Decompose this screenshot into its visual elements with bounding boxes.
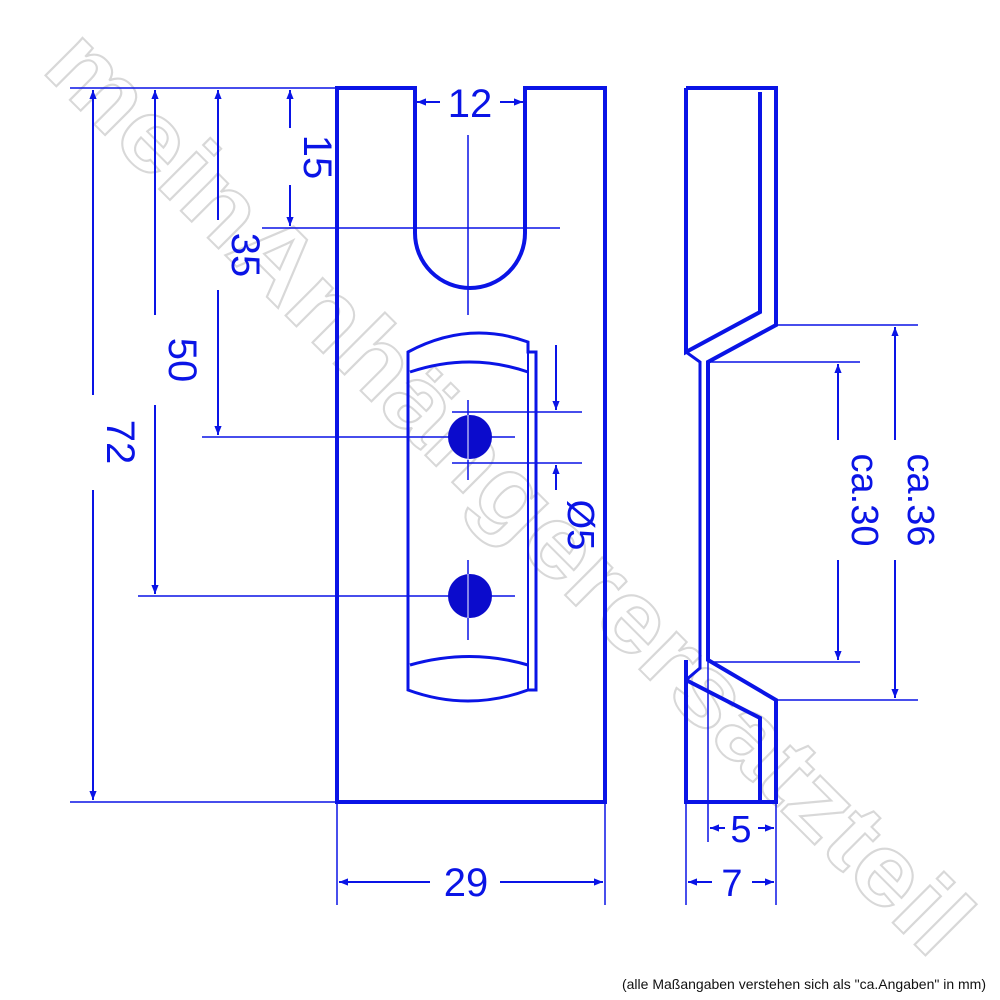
- dim-label-ca30: ca.30: [843, 454, 885, 547]
- hole-upper: [448, 415, 492, 459]
- hole-lower: [448, 574, 492, 618]
- dim-label-ca36: ca.36: [899, 454, 941, 547]
- plate-lower-curve: [409, 655, 529, 667]
- dim-label-72: 72: [98, 420, 142, 465]
- dim-label-50: 50: [160, 338, 204, 383]
- front-view-outline: [335, 86, 607, 804]
- dim-label-5: 5: [730, 809, 751, 851]
- plate-outline: [406, 331, 538, 703]
- dim-label-35: 35: [223, 233, 267, 278]
- dim-label-7: 7: [721, 863, 742, 905]
- dim-label-diameter: Ø5: [559, 500, 601, 551]
- dim-label-15: 15: [295, 135, 339, 180]
- footnote: (alle Maßangaben verstehen sich als "ca.…: [621, 976, 986, 992]
- dim-label-12: 12: [448, 82, 493, 126]
- dim-label-29: 29: [444, 861, 489, 905]
- side-view-inner: [685, 350, 702, 682]
- plate-upper-curve: [409, 360, 529, 374]
